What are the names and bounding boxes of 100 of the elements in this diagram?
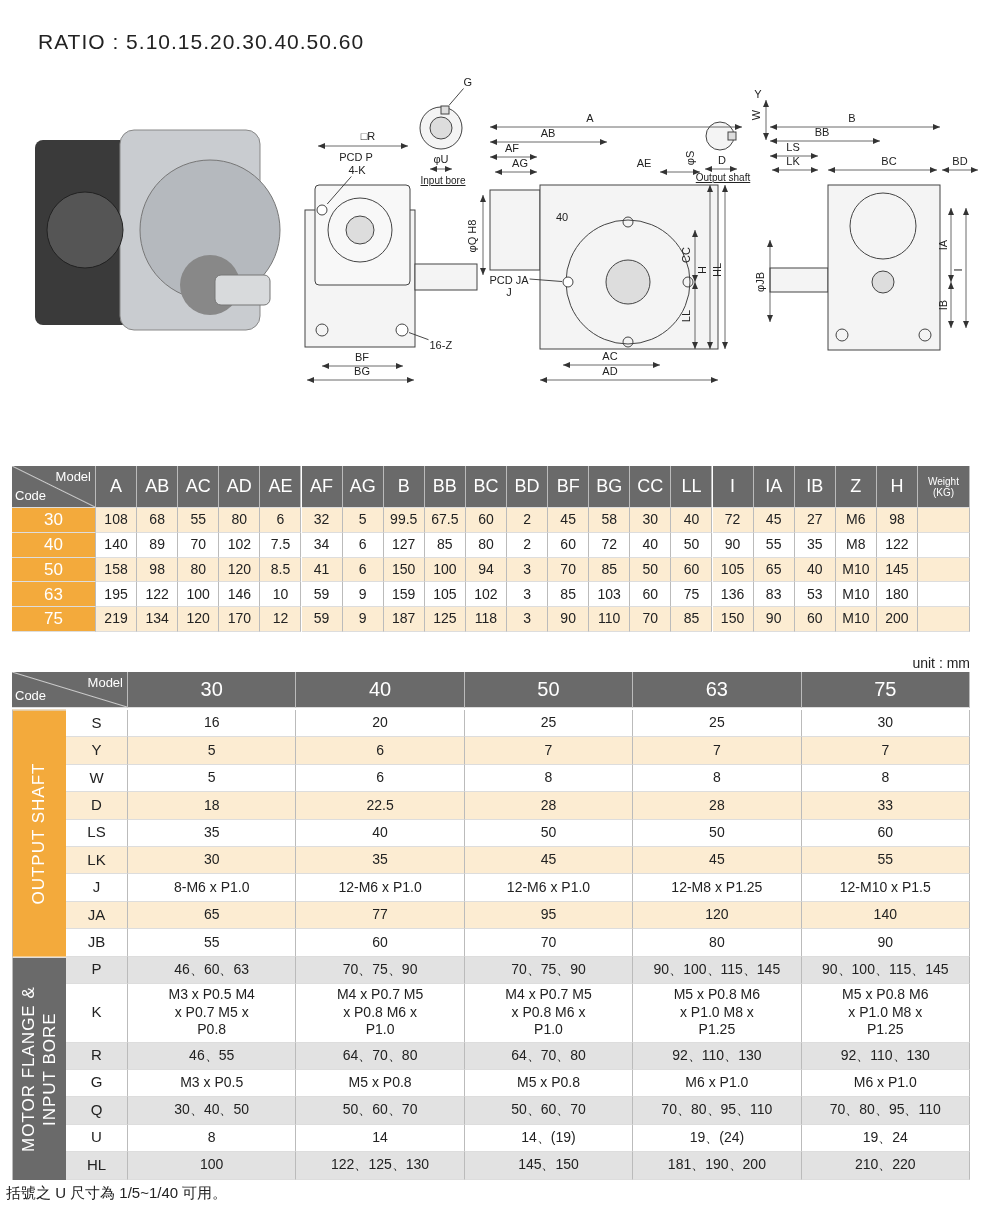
- column-header: A: [96, 466, 138, 508]
- column-header: IB: [794, 466, 836, 508]
- column-header: 40: [296, 672, 465, 708]
- leader-line: [408, 332, 429, 341]
- table-cell: 118: [465, 607, 507, 632]
- row-header: 63: [12, 582, 96, 608]
- dimension-label: AB: [540, 127, 556, 139]
- table-cell: 68: [137, 508, 179, 533]
- table-cell: 34: [301, 532, 343, 558]
- dimension-label: W: [750, 109, 762, 121]
- table-cell: 41: [301, 557, 343, 583]
- table-cell: 75: [671, 582, 713, 608]
- callout-label: 16-Z: [429, 339, 453, 351]
- group-header: OUTPUT SHAFT: [12, 710, 66, 957]
- dimension-label: φS: [684, 150, 696, 166]
- table-cell: 108: [96, 508, 138, 533]
- table-cell: 32: [301, 508, 343, 533]
- table-cell: 8: [464, 764, 634, 793]
- table-cell: 2: [507, 532, 549, 558]
- bolt-hole: [562, 276, 574, 288]
- callout-label: 4-K: [348, 164, 366, 176]
- column-header: AB: [137, 466, 179, 508]
- table-cell: 5: [128, 737, 297, 765]
- table-cell: 80: [219, 508, 261, 533]
- table-cell: 195: [96, 582, 138, 608]
- table-cell: 125: [424, 607, 466, 632]
- table-cell: 30、40、50: [128, 1096, 297, 1125]
- column-header: LL: [671, 466, 713, 508]
- table-cell: 53: [794, 582, 836, 608]
- table-cell: 40: [630, 532, 672, 558]
- table-cell: 46、55: [128, 1042, 297, 1070]
- table-cell: 55: [801, 847, 970, 875]
- table-cell: 70: [178, 532, 220, 558]
- dimension-label: BC: [881, 155, 897, 167]
- table-cell: 7: [633, 737, 802, 765]
- table-cell: M6 x P1.0: [801, 1069, 970, 1097]
- column-header: AC: [178, 466, 220, 508]
- column-header: B: [383, 466, 425, 508]
- table-cell: M4 x P0.7 M5 x P0.8 M6 x P1.0: [464, 983, 634, 1043]
- table-cell: 90: [753, 607, 795, 632]
- table-cell: 70: [548, 557, 590, 583]
- table-cell: 70、75、90: [296, 956, 465, 984]
- table-cell: 92、110、130: [633, 1042, 802, 1070]
- table-cell: 12-M10 x P1.5: [801, 874, 970, 902]
- row-header: P: [66, 956, 128, 984]
- column-header: BG: [589, 466, 631, 508]
- table-cell: 14: [296, 1124, 465, 1152]
- table-cell: 92、110、130: [801, 1042, 970, 1070]
- table-cell: 6: [296, 737, 465, 765]
- row-header: G: [66, 1069, 128, 1097]
- table-cell: 90: [801, 929, 970, 957]
- row-header: LS: [66, 819, 128, 847]
- table-cell: 45: [633, 847, 802, 875]
- column-header: 75: [801, 672, 970, 708]
- dimension-label: □R: [360, 130, 376, 142]
- table-cell: 35: [128, 819, 297, 847]
- ratio-text: RATIO : 5.10.15.20.30.40.50.60: [38, 30, 365, 54]
- table-cell: 45: [464, 847, 634, 875]
- table-cell: 187: [383, 607, 425, 632]
- callout-label: PCD JA: [489, 274, 529, 286]
- table-cell: 83: [753, 582, 795, 608]
- table-cell: 67.5: [424, 508, 466, 533]
- table-cell: 64、70、80: [296, 1042, 465, 1070]
- table-cell: 181、190、200: [633, 1151, 802, 1180]
- table-cell: 19、(24): [633, 1124, 802, 1152]
- table-cell: 70、80、95、110: [801, 1096, 970, 1125]
- dimension-label: AD: [602, 365, 618, 377]
- table-cell: 55: [178, 508, 220, 533]
- table-cell: 19、24: [801, 1124, 970, 1152]
- table-cell: 80: [178, 557, 220, 583]
- table-cell: 35: [296, 847, 465, 875]
- dimension-label: AC: [602, 350, 618, 362]
- column-header: AD: [219, 466, 261, 508]
- row-heading: Code: [15, 487, 47, 504]
- table-cell: 80: [633, 929, 802, 957]
- table-cell: 14、(19): [464, 1124, 634, 1152]
- table-cell: M6 x P1.0: [633, 1069, 802, 1097]
- table-cell: 7: [464, 737, 634, 765]
- table-cell: 9: [342, 607, 384, 632]
- table-cell: 50: [633, 819, 802, 847]
- dimension-label: φQ H8: [466, 219, 478, 253]
- dimension-label: BB: [814, 126, 830, 138]
- footnote: 括號之 U 尺寸為 1/5~1/40 可用。: [6, 1183, 228, 1203]
- table-cell: 60: [465, 508, 507, 533]
- table-cell: 60: [630, 582, 672, 608]
- table-cell: 98: [137, 557, 179, 583]
- dimension-label: PCD P: [339, 151, 373, 163]
- table-cell: 140: [96, 532, 138, 558]
- table-cell: M6: [835, 508, 877, 533]
- leader-line: [448, 88, 464, 106]
- column-header: Weight (KG): [918, 466, 970, 508]
- table-cell: 3: [507, 607, 549, 632]
- table-cell: M5 x P0.8 M6 x P1.0 M8 x P1.25: [633, 983, 802, 1043]
- table-cell: 28: [464, 792, 634, 820]
- table-cell: 134: [137, 607, 179, 632]
- row-header: W: [66, 764, 128, 793]
- table-cell: 77: [296, 901, 465, 930]
- table-cell: 28: [633, 792, 802, 820]
- table-cell: 102: [219, 532, 261, 558]
- column-header: IA: [753, 466, 795, 508]
